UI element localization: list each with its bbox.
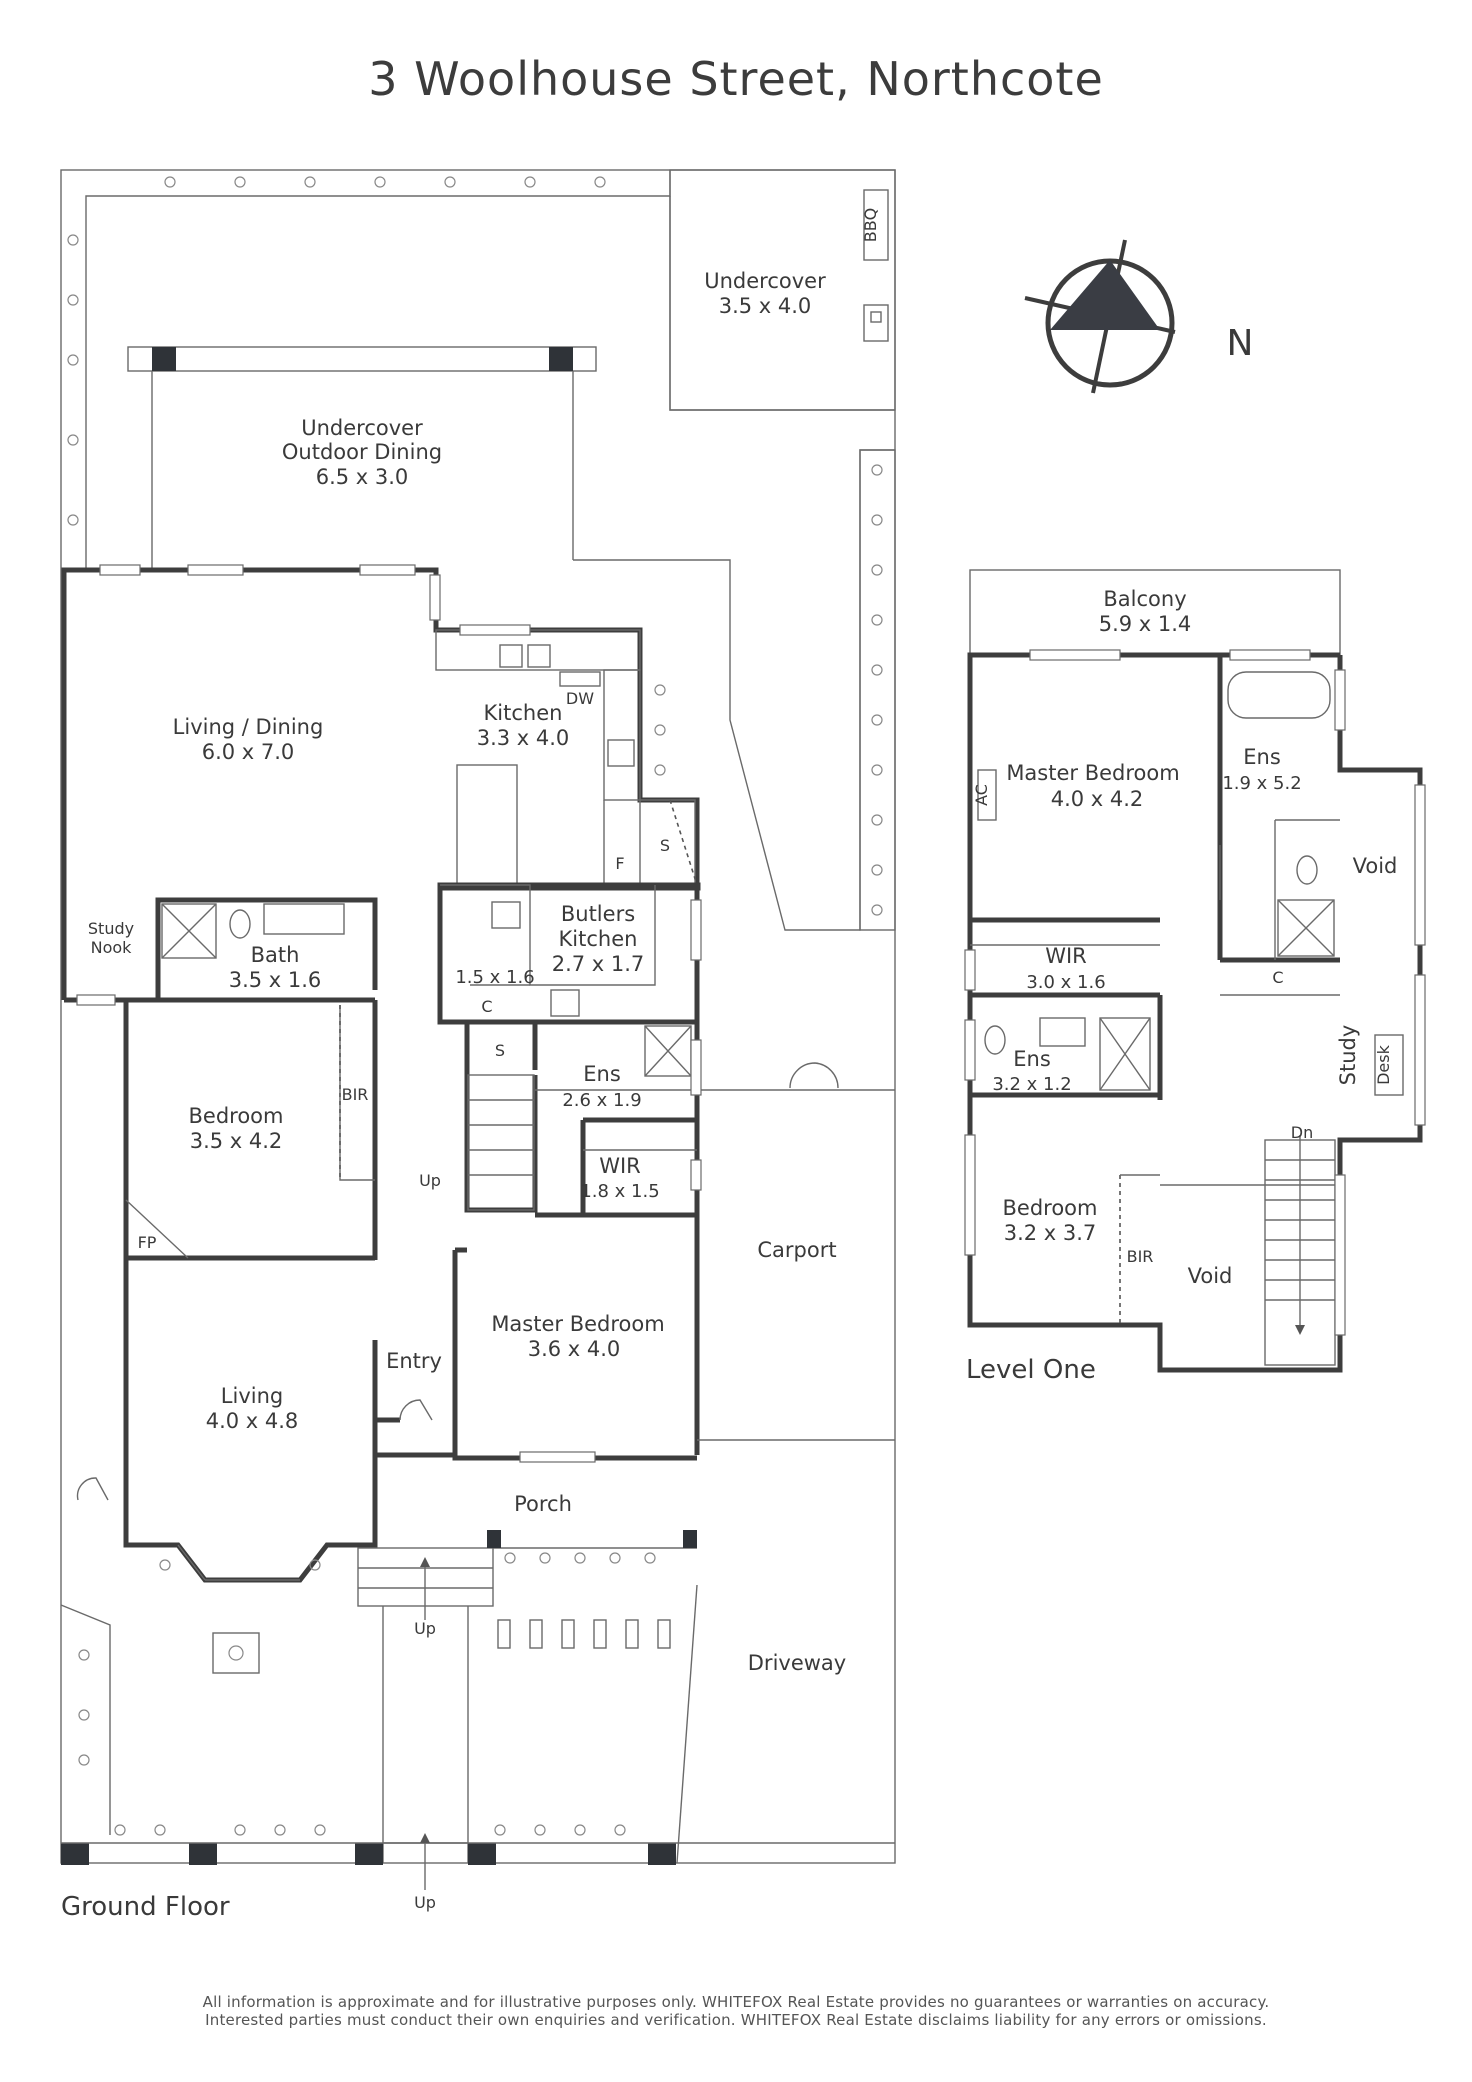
cupboard-label: C — [481, 997, 492, 1016]
fridge-label: F — [615, 854, 624, 873]
living-name: Living — [221, 1384, 283, 1408]
wir-ground-name: WIR — [599, 1154, 641, 1178]
desk-label: Desk — [1374, 1044, 1393, 1085]
landscaping — [67, 176, 883, 1836]
porch-name: Porch — [514, 1492, 572, 1516]
butlers-name1: Butlers — [561, 902, 635, 926]
ac-label: AC — [972, 784, 991, 806]
living-dims: 4.0 x 4.8 — [206, 1409, 299, 1433]
ground-floor-plan — [60, 169, 896, 1890]
entry-name: Entry — [386, 1349, 442, 1373]
bir-ground-label: BIR — [342, 1085, 369, 1104]
level-one-plan — [964, 239, 1426, 1373]
ens-ground-dims: 2.6 x 1.9 — [562, 1090, 641, 1111]
driveway-name: Driveway — [748, 1651, 846, 1675]
master-l1-dims: 4.0 x 4.2 — [1051, 787, 1144, 811]
master-ground-name: Master Bedroom — [491, 1312, 664, 1336]
outdoor-dining-name1: Undercover — [301, 416, 423, 440]
fixture-labels: BBQ DW F S C S BIR FP Up Up Up Dn AC Des… — [138, 208, 1393, 1912]
fireplace-label: FP — [138, 1233, 157, 1252]
kitchen-dims: 3.3 x 4.0 — [477, 726, 570, 750]
compass — [1024, 239, 1176, 394]
page-title: 3 Woolhouse Street, Northcote — [368, 52, 1104, 106]
ens-l1b-dims: 3.2 x 1.2 — [992, 1074, 1071, 1095]
outdoor-dining-name2: Outdoor Dining — [282, 440, 442, 464]
bedroom-l1-dims: 3.2 x 3.7 — [1004, 1221, 1097, 1245]
dn-label: Dn — [1291, 1123, 1313, 1142]
study-name: Study — [1336, 1025, 1360, 1086]
up-front-label: Up — [414, 1893, 436, 1912]
disclaimer-line-2: Interested parties must conduct their ow… — [205, 2011, 1267, 2029]
balcony-name: Balcony — [1103, 587, 1186, 611]
laundry-dims: 1.5 x 1.6 — [455, 967, 534, 988]
room-labels: Undercover 3.5 x 4.0 Undercover Outdoor … — [88, 269, 1397, 1675]
ground-floor-label: Ground Floor — [61, 1892, 230, 1922]
study-nook-name2: Nook — [91, 938, 133, 957]
bbq-label: BBQ — [861, 208, 880, 243]
carport-name: Carport — [757, 1238, 836, 1262]
butlers-name2: Kitchen — [559, 927, 638, 951]
bir-l1-label: BIR — [1127, 1247, 1154, 1266]
compass-label: N — [1227, 323, 1254, 364]
kitchen-name: Kitchen — [484, 701, 563, 725]
undercover-dims: 3.5 x 4.0 — [719, 294, 812, 318]
dw-label: DW — [566, 689, 594, 708]
pantry-label: S — [660, 836, 670, 855]
site-boundary — [60, 169, 896, 1864]
ens-ground-name: Ens — [583, 1062, 621, 1086]
wir-ground-dims: 1.8 x 1.5 — [580, 1181, 659, 1202]
undercover-area — [669, 169, 896, 411]
disclaimer-line-1: All information is approximate and for i… — [202, 1993, 1270, 2011]
undercover-name: Undercover — [704, 269, 826, 293]
bath-dims: 3.5 x 1.6 — [229, 968, 322, 992]
void-1-name: Void — [1353, 854, 1398, 878]
storage-label: S — [495, 1041, 505, 1060]
living-dining-name: Living / Dining — [173, 715, 324, 739]
wir-l1-dims: 3.0 x 1.6 — [1026, 972, 1105, 993]
void-2-name: Void — [1188, 1264, 1233, 1288]
study-nook-name1: Study — [88, 919, 134, 938]
pergola-beam — [127, 346, 597, 372]
balcony-dims: 5.9 x 1.4 — [1099, 612, 1192, 636]
ens-l1b-name: Ens — [1013, 1047, 1051, 1071]
level-one-label: Level One — [966, 1355, 1096, 1385]
bedroom-l1-name: Bedroom — [1003, 1196, 1098, 1220]
master-ground-dims: 3.6 x 4.0 — [528, 1337, 621, 1361]
outdoor-dining-dims: 6.5 x 3.0 — [316, 465, 409, 489]
up-stairs-label: Up — [419, 1171, 441, 1190]
ens-l1-dims: 1.9 x 5.2 — [1222, 773, 1301, 794]
living-dining-dims: 6.0 x 7.0 — [202, 740, 295, 764]
ens-l1-name: Ens — [1243, 745, 1281, 769]
bath-name: Bath — [251, 943, 300, 967]
cupboard-l1-label: C — [1272, 968, 1283, 987]
bedroom-ground-dims: 3.5 x 4.2 — [190, 1129, 283, 1153]
master-l1-name: Master Bedroom — [1006, 761, 1179, 785]
up-porch-label: Up — [414, 1619, 436, 1638]
butlers-dims: 2.7 x 1.7 — [552, 952, 645, 976]
wir-l1-name: WIR — [1045, 944, 1087, 968]
bedroom-ground-name: Bedroom — [189, 1104, 284, 1128]
